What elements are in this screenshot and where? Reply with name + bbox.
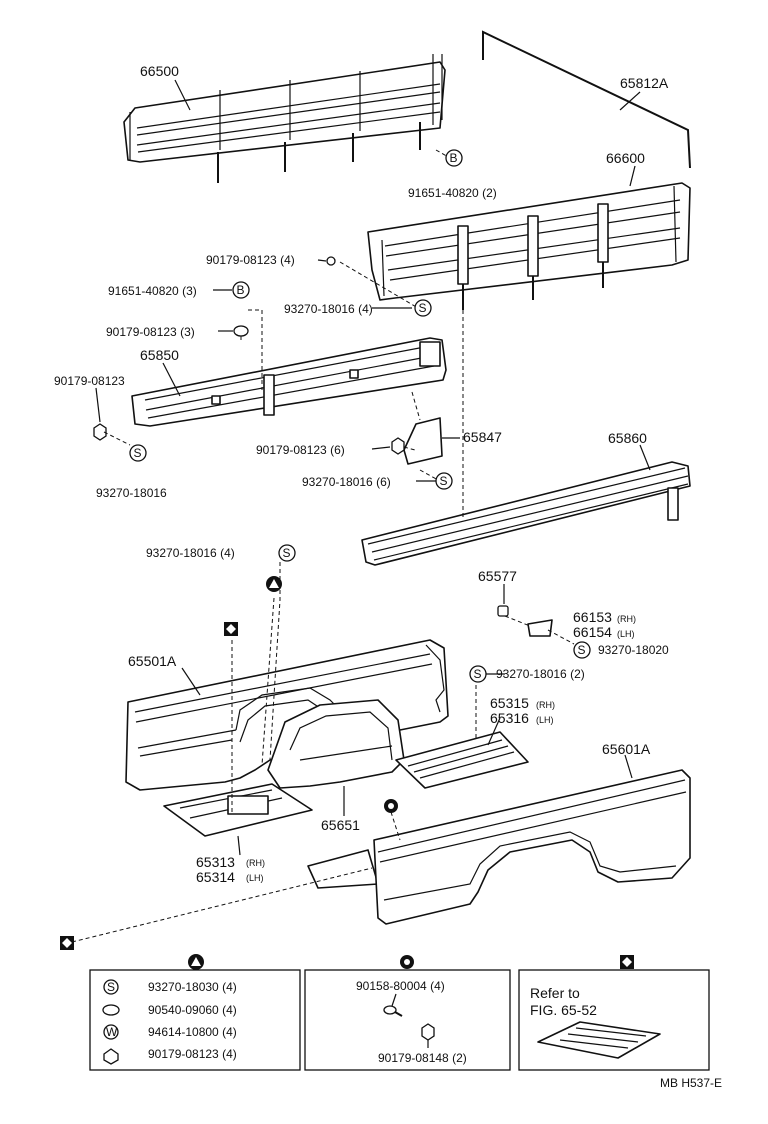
legend-90179-08148: 90179-08148 (2) bbox=[378, 1051, 467, 1065]
callout-93270-18016-6: 93270-18016 (6) bbox=[302, 475, 391, 489]
label-66153: 66153 bbox=[573, 609, 612, 625]
callout-90179-08123-6: 90179-08123 (6) bbox=[256, 443, 345, 457]
part-66500-front-panel bbox=[123, 54, 446, 183]
svg-text:S: S bbox=[107, 980, 115, 994]
marker-s-icon bbox=[278, 544, 296, 562]
footer-code: MB H537-E bbox=[660, 1076, 722, 1090]
label-65860: 65860 bbox=[608, 430, 647, 446]
marker-s-icon bbox=[469, 665, 487, 683]
leader-solid-lines bbox=[95, 79, 651, 856]
part-65812A-rod bbox=[482, 30, 691, 169]
legend-box-diamond: Refer to FIG. 65-52 bbox=[518, 955, 710, 1071]
legend-94614-10800: 94614-10800 (4) bbox=[148, 1025, 237, 1039]
marker-b-icon bbox=[232, 281, 250, 299]
marker-s-icon bbox=[435, 472, 453, 490]
part-65860-cross-member bbox=[361, 461, 691, 566]
nut-icon bbox=[93, 423, 107, 441]
marker-s-icon bbox=[414, 299, 432, 317]
label-65314-lh: (LH) bbox=[246, 873, 264, 883]
label-66154-lh: (LH) bbox=[617, 629, 635, 639]
legend-fig-ref: FIG. 65-52 bbox=[530, 1002, 597, 1018]
label-66154: 66154 bbox=[573, 624, 612, 640]
part-66600-rear-panel bbox=[367, 182, 691, 310]
label-65316-lh: (LH) bbox=[536, 715, 554, 725]
label-65316: 65316 bbox=[490, 710, 529, 726]
part-66153-bracket bbox=[527, 619, 553, 637]
label-65313-rh: (RH) bbox=[246, 858, 265, 868]
label-65315: 65315 bbox=[490, 695, 529, 711]
label-65601A: 65601A bbox=[602, 741, 651, 757]
callout-91651-40820-3: 91651-40820 (3) bbox=[108, 284, 197, 298]
leader-lines bbox=[71, 149, 575, 943]
svg-text:S: S bbox=[283, 546, 291, 560]
part-65847-bracket bbox=[403, 417, 443, 465]
callout-labels: 91651-40820 (2) 90179-08123 (4) 91651-40… bbox=[54, 186, 669, 681]
legend-90540-09060: 90540-09060 (4) bbox=[148, 1003, 237, 1017]
callout-93270-18016-4b: 93270-18016 (4) bbox=[146, 546, 235, 560]
label-65501A: 65501A bbox=[128, 653, 177, 669]
part-65601A-side-panel bbox=[373, 769, 691, 925]
label-65651: 65651 bbox=[321, 817, 360, 833]
label-65313: 65313 bbox=[196, 854, 235, 870]
callout-93270-18020: 93270-18020 bbox=[598, 643, 669, 657]
callout-90179-08123-3: 90179-08123 (3) bbox=[106, 325, 195, 339]
legend-box-triangle: S 93270-18030 (4) 90540-09060 (4) W 9461… bbox=[89, 954, 301, 1071]
part-labels: 66500 65812A 66600 65850 65847 65860 655… bbox=[128, 63, 669, 885]
svg-text:B: B bbox=[450, 151, 458, 165]
svg-text:S: S bbox=[578, 643, 586, 657]
callout-93270-18016-4: 93270-18016 (4) bbox=[284, 302, 373, 316]
label-65577: 65577 bbox=[478, 568, 517, 584]
svg-text:B: B bbox=[237, 283, 245, 297]
svg-text:S: S bbox=[134, 446, 142, 460]
svg-text:S: S bbox=[474, 667, 482, 681]
callout-93270-18016-2: 93270-18016 (2) bbox=[496, 667, 585, 681]
legend-93270-18030: 93270-18030 (4) bbox=[148, 980, 237, 994]
callout-90179-08123-4: 90179-08123 (4) bbox=[206, 253, 295, 267]
legend-refer-to: Refer to bbox=[530, 985, 580, 1001]
legend-90179-08123: 90179-08123 (4) bbox=[148, 1047, 237, 1061]
marker-s-icon bbox=[573, 641, 591, 659]
part-65651-wheel-house bbox=[267, 699, 405, 789]
label-66600: 66600 bbox=[606, 150, 645, 166]
label-65812A: 65812A bbox=[620, 75, 669, 91]
marker-symbols: B B S S S S S S bbox=[60, 149, 591, 950]
nut-icon bbox=[233, 325, 249, 337]
nut-65577-icon bbox=[497, 605, 509, 617]
label-65315-rh: (RH) bbox=[536, 700, 555, 710]
label-65314: 65314 bbox=[196, 869, 235, 885]
svg-text:S: S bbox=[440, 474, 448, 488]
label-66500: 66500 bbox=[140, 63, 179, 79]
marker-b-icon bbox=[445, 149, 463, 167]
callout-90179-08123: 90179-08123 bbox=[54, 374, 125, 388]
part-65315-floor-plate bbox=[395, 731, 529, 789]
nut-icon bbox=[326, 256, 336, 266]
label-66153-rh: (RH) bbox=[617, 614, 636, 624]
part-65850-cross-member bbox=[131, 337, 447, 427]
legend-90158-80004: 90158-80004 (4) bbox=[356, 979, 445, 993]
part-65313-floor-plate bbox=[163, 783, 313, 837]
svg-text:S: S bbox=[419, 301, 427, 315]
label-65847: 65847 bbox=[463, 429, 502, 445]
label-65850: 65850 bbox=[140, 347, 179, 363]
nut-icon bbox=[391, 437, 405, 455]
svg-text:W: W bbox=[106, 1025, 118, 1039]
marker-s-icon bbox=[129, 444, 147, 462]
callout-93270-18016: 93270-18016 bbox=[96, 486, 167, 500]
legend-box-ring: 90158-80004 (4) 90179-08148 (2) bbox=[304, 955, 511, 1071]
callout-91651-40820-2: 91651-40820 (2) bbox=[408, 186, 497, 200]
